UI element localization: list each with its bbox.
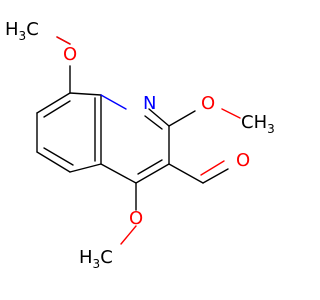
- oxygen-top-label: O: [63, 44, 77, 65]
- bond: [69, 92, 102, 96]
- bond: [69, 163, 102, 173]
- bond: [148, 108, 170, 127]
- oxygen-bottom-label: O: [129, 208, 143, 229]
- methyl-bottom-label: H3C: [79, 247, 113, 271]
- methyl-bottom-h: H: [79, 247, 93, 268]
- bond: [135, 163, 170, 184]
- methyl-top-sub: 3: [19, 29, 27, 43]
- bond: [43, 100, 71, 118]
- oxygen-aldehyde-label: O: [236, 150, 250, 171]
- nitrogen-ring-label: N: [143, 93, 156, 114]
- bond: [43, 147, 74, 166]
- methyl-top-c: C: [26, 19, 39, 40]
- bond: [168, 163, 204, 184]
- bond: [56, 36, 71, 45]
- methyl-top-h: H: [5, 19, 19, 40]
- oxygen-right-label: O: [201, 93, 215, 114]
- structure-canvas: O N O O O H3C CH3 H3C: [5, 19, 275, 271]
- bond: [137, 159, 163, 175]
- methyl-bottom-sub: 3: [93, 257, 101, 271]
- bond: [144, 115, 163, 130]
- bond: [36, 151, 71, 173]
- methyl-right-ch: CH: [241, 112, 267, 133]
- bond-group: [36, 36, 241, 245]
- bond: [221, 108, 241, 119]
- bond: [200, 160, 225, 176]
- bond: [36, 92, 71, 114]
- bond: [168, 110, 196, 127]
- methyl-bottom-c: C: [100, 247, 113, 268]
- bond: [202, 168, 229, 184]
- bond: [100, 163, 137, 184]
- molecule-diagram: O N O O O H3C CH3 H3C: [5, 19, 275, 271]
- bond: [100, 94, 127, 110]
- methyl-right-sub: 3: [267, 122, 275, 136]
- bond: [120, 225, 137, 245]
- methyl-top-label: H3C: [5, 19, 39, 43]
- methyl-right-label: CH3: [241, 112, 275, 136]
